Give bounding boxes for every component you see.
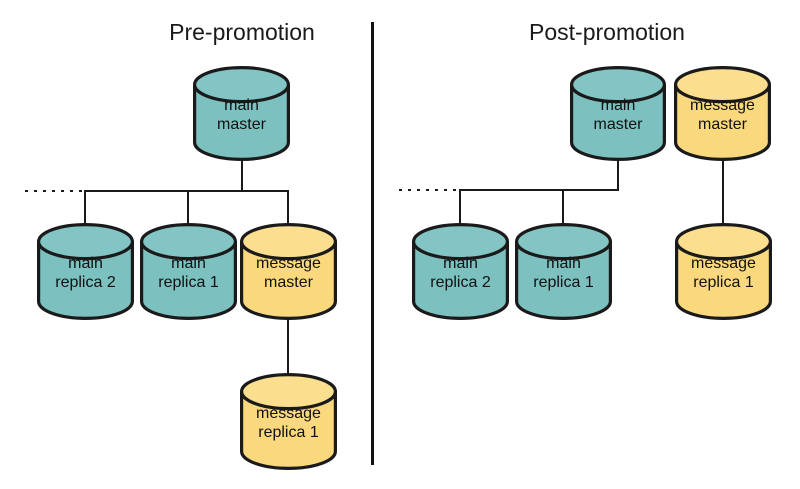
connector-pre-bus-to-main-replica-1 xyxy=(187,190,189,230)
connector-pre-bus-dotted xyxy=(25,190,85,192)
connector-post-bus xyxy=(459,189,619,191)
db-cylinder-pre-message-replica-1: message replica 1 xyxy=(239,373,338,470)
connector-post-master-to-bus xyxy=(617,160,619,191)
panel-title-pre-promotion: Pre-promotion xyxy=(169,19,315,45)
db-cylinder-pre-message-master: message master xyxy=(239,223,338,320)
connector-pre-message-master-to-replica xyxy=(287,319,289,381)
connector-post-bus-to-main-replica-1 xyxy=(562,189,564,230)
db-cylinder-post-main-replica-2: main replica 2 xyxy=(411,223,510,320)
db-cylinder-pre-main-replica-1: main replica 1 xyxy=(139,223,238,320)
connector-pre-bus-to-main-replica-2 xyxy=(84,190,86,230)
connector-post-bus-dotted xyxy=(399,189,459,191)
panel-title-post-promotion: Post-promotion xyxy=(529,19,685,45)
connector-post-message-master-to-replica xyxy=(722,160,724,230)
connector-post-bus-to-main-replica-2 xyxy=(459,189,461,230)
db-cylinder-post-message-master: message master xyxy=(673,66,772,161)
connector-pre-bus xyxy=(84,190,289,192)
connector-pre-master-to-bus xyxy=(241,160,243,192)
connector-pre-bus-to-message-master xyxy=(287,190,289,230)
db-cylinder-post-main-master: main master xyxy=(569,66,667,161)
panel-divider xyxy=(371,22,374,465)
db-cylinder-post-message-replica-1: message replica 1 xyxy=(674,223,773,320)
db-cylinder-pre-main-master: main master xyxy=(192,66,291,161)
db-cylinder-post-main-replica-1: main replica 1 xyxy=(514,223,613,320)
db-cylinder-pre-main-replica-2: main replica 2 xyxy=(36,223,135,320)
